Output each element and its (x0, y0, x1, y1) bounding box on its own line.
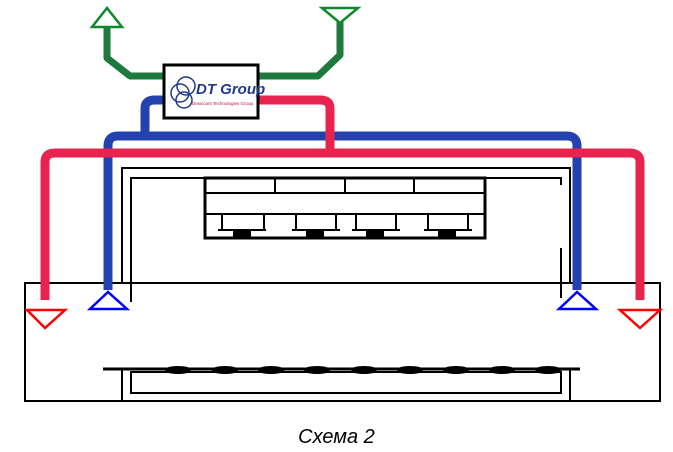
exhaust-triangle-right (318, 6, 362, 25)
nozzles (165, 366, 561, 374)
pool (130, 371, 562, 394)
room-outline (24, 282, 661, 402)
return-air-pipe (103, 95, 582, 290)
unit-dividers (274, 178, 415, 193)
outdoor-air-pipes (103, 20, 344, 80)
ceiling-frame-outer (121, 167, 571, 283)
logo-subtitle: Desiccant Technologies Group (192, 101, 253, 106)
supply-outlet-triangle-right (616, 308, 664, 330)
diagram-caption: Схема 2 (298, 426, 375, 448)
dt-group-unit: DT Group Desiccant Technologies Group (162, 63, 265, 120)
return-inlet-triangle-right (555, 290, 600, 311)
logo-name: DT Group (196, 81, 265, 98)
room-structure (24, 167, 661, 402)
supply-outlet-triangle-left (23, 308, 69, 330)
diffusers (218, 214, 472, 237)
dt-logo-icon (170, 76, 196, 109)
return-inlet-triangle-left (86, 290, 131, 311)
outdoor-intake-triangle-left (89, 5, 125, 29)
supply-air-pipe (40, 95, 645, 300)
